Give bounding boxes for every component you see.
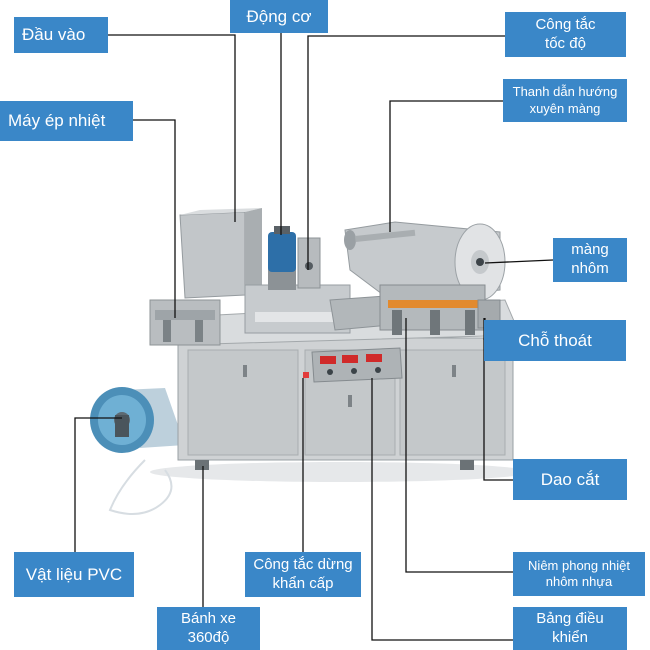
label-outlet: Chỗ thoát (484, 320, 626, 361)
label-aluminum-film: màng nhôm (553, 238, 627, 282)
motor-unit (268, 226, 321, 290)
aluminum-roll-assembly (344, 221, 506, 301)
sealing-cutting-station (379, 284, 501, 335)
label-inlet: Đầu vào (14, 17, 108, 53)
leader-pvc (74, 417, 122, 555)
leader-inlet (105, 34, 236, 222)
label-cutter: Dao cắt (513, 459, 627, 500)
heat-press-station (149, 299, 221, 346)
label-speed-switch: Công tắc tốc độ (505, 12, 626, 57)
leader-speed-switch (307, 35, 505, 270)
control-panel-unit (303, 347, 403, 383)
label-emergency-stop: Công tắc dừng khẩn cấp (245, 552, 361, 597)
leader-heat-press (132, 119, 176, 318)
leader-heat-seal (405, 318, 513, 573)
inlet-housing (179, 208, 351, 334)
label-control-panel: Bảng điều khiển (513, 607, 627, 650)
pvc-roll (90, 387, 185, 515)
label-pvc-material: Vật liệu PVC (14, 552, 134, 597)
label-heat-seal: Niêm phong nhiệt nhôm nhựa (513, 552, 645, 596)
label-film-guide: Thanh dẫn hướng xuyên màng (503, 79, 627, 122)
label-motor: Động cơ (230, 0, 328, 33)
leader-film-guide (389, 100, 503, 232)
leader-cutter (483, 318, 513, 481)
label-heat-press: Máy ép nhiệt (0, 101, 133, 141)
leader-control-panel (371, 378, 513, 641)
label-caster-wheel: Bánh xe 360độ (157, 607, 260, 650)
leader-aluminum-film (484, 259, 554, 264)
